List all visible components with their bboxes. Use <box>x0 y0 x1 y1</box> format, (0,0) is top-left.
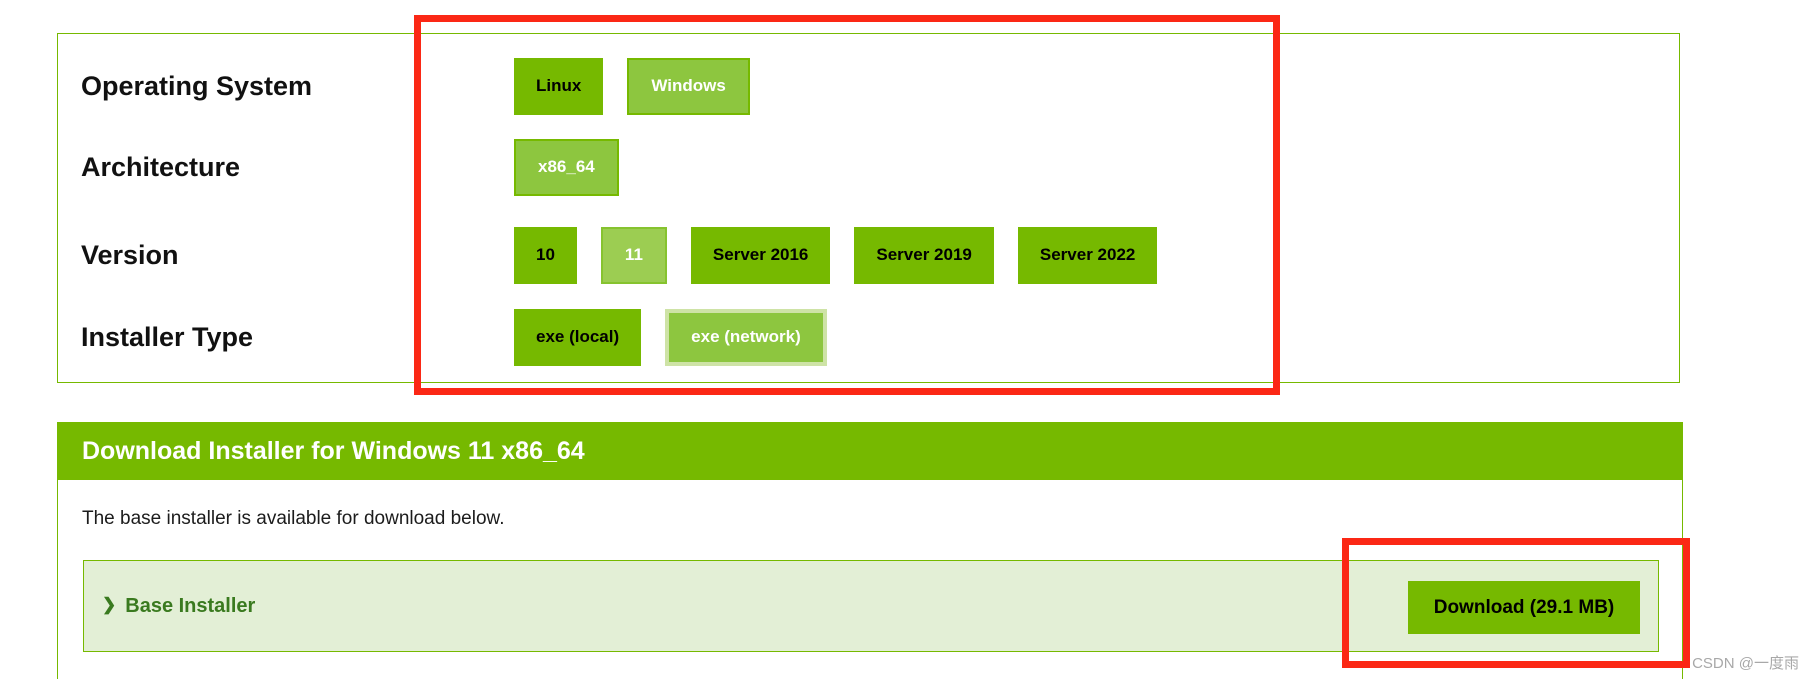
option-button-server-2022[interactable]: Server 2022 <box>1017 226 1158 284</box>
chevron-right-icon: ❯ <box>102 595 117 614</box>
row-label-version: Version <box>81 239 179 270</box>
option-button-10[interactable]: 10 <box>514 226 577 284</box>
download-installer-title: Download Installer for Windows 11 x86_64 <box>82 436 585 465</box>
option-button-linux[interactable]: Linux <box>514 57 604 115</box>
base-installer-label: Base Installer <box>125 594 256 617</box>
option-group-version: 10 11 Server 2016 Server 2019 Server 2022 <box>514 226 1158 284</box>
download-installer-header: Download Installer for Windows 11 x86_64 <box>58 422 1682 480</box>
option-group-operating-system: Linux Windows <box>514 57 750 115</box>
row-label-architecture: Architecture <box>81 151 241 182</box>
download-installer-section: Download Installer for Windows 11 x86_64… <box>57 422 1683 679</box>
base-installer-panel: ❯ Base Installer Download (29.1 MB) <box>83 560 1659 652</box>
selector-row-architecture: Architecture x86_64 <box>81 138 1671 196</box>
selector-row-operating-system: Operating System Linux Windows <box>81 57 1671 115</box>
option-button-exe-local[interactable]: exe (local) <box>514 308 642 366</box>
option-button-server-2019[interactable]: Server 2019 <box>854 226 994 284</box>
download-button[interactable]: Download (29.1 MB) <box>1408 581 1640 634</box>
option-button-11[interactable]: 11 <box>600 226 667 284</box>
base-installer-toggle[interactable]: ❯ Base Installer <box>102 595 255 618</box>
option-group-installer-type: exe (local) exe (network) <box>514 308 827 366</box>
row-label-installer-type: Installer Type <box>81 321 254 352</box>
option-button-exe-network[interactable]: exe (network) <box>665 308 827 366</box>
option-group-architecture: x86_64 <box>514 138 619 196</box>
base-installer-row[interactable]: ❯ Base Installer <box>84 561 1658 651</box>
option-button-server-2016[interactable]: Server 2016 <box>690 226 831 284</box>
watermark-text: CSDN @一度雨 <box>1692 655 1799 672</box>
selector-row-installer-type: Installer Type exe (local) exe (network) <box>81 308 1671 366</box>
selector-row-version: Version 10 11 Server 2016 Server 2019 Server … <box>81 226 1671 284</box>
option-button-x86-64[interactable]: x86_64 <box>514 138 619 196</box>
installer-description: The base installer is available for down… <box>82 508 505 529</box>
row-label-operating-system: Operating System <box>81 70 313 101</box>
option-button-windows[interactable]: Windows <box>627 57 750 115</box>
